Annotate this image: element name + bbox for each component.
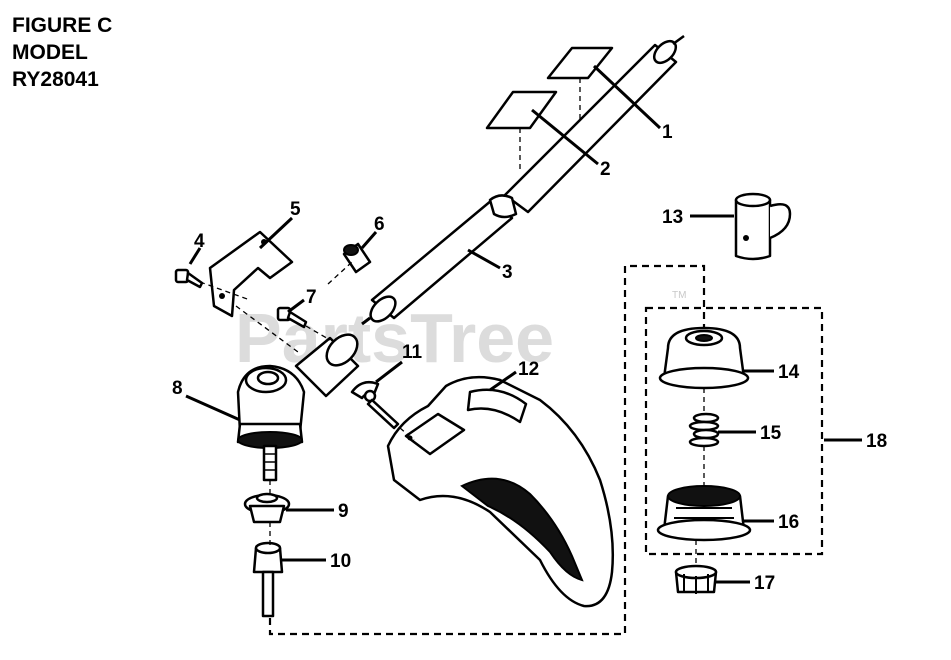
figure-title-line-1: FIGURE C: [12, 14, 113, 37]
part-13-tool: [734, 192, 792, 261]
leader-lines: [185, 64, 862, 584]
figure-title: FIGURE C MODEL RY28041: [12, 12, 112, 93]
part-16-spool: [656, 485, 752, 542]
callout-15: 15: [760, 423, 782, 444]
callout-16: 16: [778, 512, 799, 533]
part-10-arbor-nut: [252, 541, 284, 618]
part-12-guard: [386, 375, 615, 608]
callout-1: 1: [662, 122, 673, 143]
part-3-lower-shaft: [361, 194, 518, 326]
callout-14: 14: [778, 362, 800, 383]
figure-title-line-3: RY28041: [12, 68, 99, 91]
callout-5: 5: [290, 199, 301, 220]
callout-3: 3: [502, 262, 513, 283]
part-2-shaft-label: [485, 90, 558, 170]
part-9-washer: [243, 492, 291, 524]
part-7-bolt: [276, 306, 308, 329]
part-15-spring: [688, 412, 720, 448]
callout-7: 7: [306, 287, 317, 308]
callout-11: 11: [402, 342, 423, 363]
callout-2: 2: [600, 159, 611, 180]
callout-10: 10: [330, 551, 351, 572]
part-1-upper-shaft: [503, 34, 685, 214]
callout-9: 9: [338, 501, 349, 522]
watermark-tm: TM: [672, 290, 686, 301]
callout-4: 4: [194, 231, 205, 252]
part-17-bump-knob: [674, 564, 718, 594]
part-5-clamp-bracket: [208, 230, 294, 318]
part-6-spacer: [342, 242, 372, 274]
assembly-box-18: [644, 306, 824, 556]
callout-13: 13: [662, 207, 683, 228]
figure-title-line-2: MODEL: [12, 41, 88, 64]
part-14-spool-housing: [658, 326, 750, 390]
callout-17: 17: [754, 573, 775, 594]
callout-6: 6: [374, 214, 385, 235]
assembly-lines: [199, 261, 824, 636]
part-8-gearbox-head: [236, 333, 360, 482]
callout-12: 12: [518, 359, 539, 380]
part-4-screw: [174, 268, 204, 289]
part-11-wing-bolt: [350, 381, 400, 430]
callout-labels: 1 2 3 4 5 6 7 8 9 10 11 12 13 14 15 16 1…: [172, 122, 887, 594]
callout-18: 18: [866, 431, 887, 452]
callout-8: 8: [172, 378, 183, 399]
